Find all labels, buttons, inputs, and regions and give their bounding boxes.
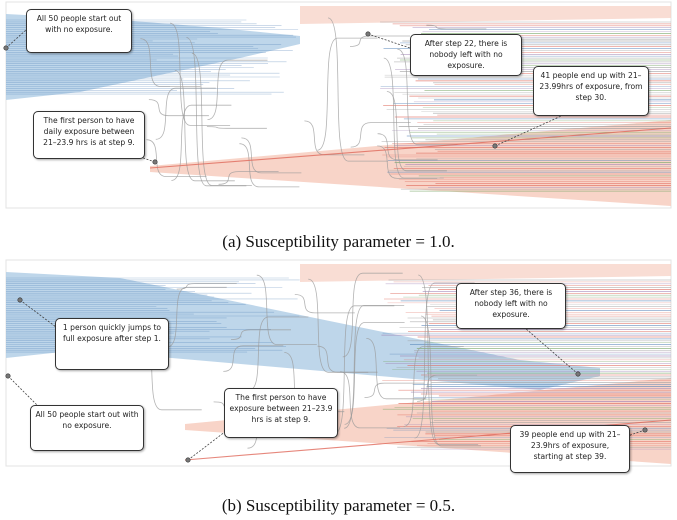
transition-curve [223,345,284,372]
annotation-b-end: 39 people end up with 21–23.9hrs of expo… [510,425,630,473]
annotation-b-jump: 1 person quickly jumps to full exposure … [55,318,169,370]
annotation-dot [17,297,23,303]
transition-curve [349,35,410,47]
annotation-connector [5,29,27,49]
upper-exposure-band [300,264,671,282]
transition-curve [317,37,378,151]
transition-curve [256,274,317,345]
transition-curve [418,274,479,445]
transition-curve [366,338,427,400]
transition-curve [207,59,268,120]
transition-curve [206,126,267,129]
transition-curve [350,122,411,148]
annotation-b-first: The first person to have exposure betwee… [224,388,338,438]
transition-curve [364,382,425,398]
transition-curve [414,282,475,439]
transition-curve [155,87,216,140]
transition-curve [186,37,247,187]
annotation-connector [187,427,231,461]
annotation-dot [5,373,11,379]
annotation-dot [492,143,498,149]
annotation-connector [7,375,41,409]
annotation-a-empty: After step 22, there is nobody left with… [410,34,522,76]
annotation-a-start: All 50 people start out with no exposure… [26,9,132,53]
annotation-a-first: The first person to have daily exposure … [33,111,145,159]
transition-curve [294,294,355,314]
annotation-connector [19,299,61,331]
transition-curve [344,305,405,429]
transition-curve [140,38,201,87]
annotation-connector [524,327,579,375]
annotation-connector [367,33,411,49]
transition-curve [176,283,237,290]
no-exposure-band [6,272,600,390]
annotation-b-empty: After step 36, there is nobody left with… [456,283,566,329]
exposure-trajectory [149,127,672,169]
transition-curve [166,286,227,348]
annotation-b-start: All 50 people start out with no exposure… [30,405,144,451]
annotation-dot [575,371,581,377]
transition-curve [340,371,401,429]
transition-curve [230,329,291,340]
transition-curve [171,104,232,181]
transition-curve [241,137,302,174]
caption-b: (b) Susceptibility parameter = 0.5. [221,496,456,515]
transition-curve [377,145,438,179]
transition-curve [191,52,252,186]
annotation-dot [185,457,191,463]
annotation-dot [3,45,9,51]
annotation-dot [152,159,158,165]
transition-curve [239,143,300,188]
annotation-a-end: 41 people end up with 21–23.99hrs of exp… [533,66,649,116]
annotation-dot [365,31,371,37]
caption-a: (a) Susceptibility parameter = 1.0. [222,232,455,251]
transition-curve [218,171,279,185]
upper-exposure-band [300,6,671,24]
transition-curve [148,99,209,117]
transition-curve [327,17,388,162]
annotation-dot [642,427,648,433]
transition-curve [426,24,487,30]
transition-curve [377,133,438,161]
transition-curve [383,57,444,179]
transition-curve [417,374,478,402]
